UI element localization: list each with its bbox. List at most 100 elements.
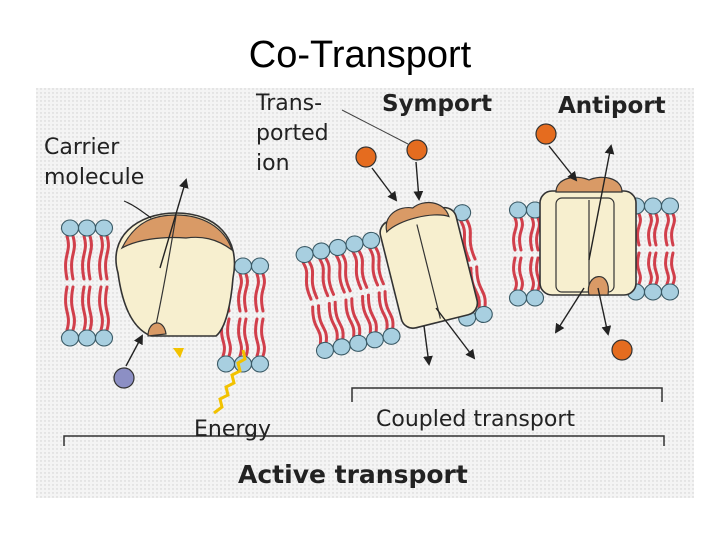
lipid-head [250, 355, 270, 373]
energy-squiggle [213, 349, 247, 415]
lipid-tail [344, 298, 356, 338]
lipid-tail [243, 317, 249, 358]
active-transport-label: Active transport [238, 460, 468, 489]
lipid-tail [254, 317, 260, 358]
lipid-tail [64, 234, 70, 281]
symport-label: Symport [382, 91, 493, 117]
lipid-tail [351, 250, 363, 291]
lipid-head [94, 329, 114, 347]
lipid-tail [87, 234, 93, 281]
lipid-head [94, 219, 114, 237]
lipid-tail [664, 212, 670, 247]
lipid-head [233, 257, 253, 275]
symport-ion-2 [406, 139, 428, 161]
lipid-tail [104, 234, 110, 281]
lipid-head [508, 201, 528, 219]
lipid-tail [311, 305, 323, 345]
lipid-tail [512, 256, 518, 292]
lipid-tail [653, 212, 659, 247]
lipid-tail [70, 285, 76, 332]
lipid-tail [260, 317, 266, 358]
lipid-tail [70, 234, 76, 281]
lipid-tail [535, 216, 541, 252]
lipid-tail [254, 272, 260, 313]
lipid-tail [647, 251, 653, 286]
energy-label: Energy [194, 417, 272, 442]
lipid-tail [664, 251, 670, 286]
lipid-tail [518, 216, 524, 252]
lipid-head [660, 197, 680, 215]
lipid-head [77, 219, 97, 237]
lipid-tail [512, 216, 518, 252]
lipid-tail [529, 216, 535, 252]
lipid-tail [361, 294, 372, 335]
antiport-protein [539, 176, 637, 296]
lipid-tail [98, 234, 104, 281]
lipid-tail [368, 247, 380, 287]
lipid-tail [636, 212, 642, 247]
lipid-bilayer [295, 231, 401, 359]
lipid-tail [324, 256, 336, 296]
lipid-bilayer [60, 219, 114, 347]
diagram-panel: Carrier molecule Trans- ported ion Sympo… [36, 88, 694, 498]
lipid-tail [301, 261, 313, 301]
lipid-tail [350, 297, 362, 337]
lipid-head [474, 305, 493, 324]
lipid-tail [81, 285, 87, 332]
transported-label-3: ion [256, 151, 290, 176]
lipid-tail [374, 246, 385, 286]
transported-label-2: ported [256, 121, 329, 146]
lipid-bilayer [508, 201, 545, 307]
lipid-bilayer [626, 197, 680, 301]
lipid-tail [104, 285, 110, 332]
antiport-label: Antiport [558, 93, 666, 119]
active-bracket [63, 435, 665, 446]
antiport-ion-2 [611, 339, 633, 361]
lipid-tail [226, 317, 232, 358]
lipid-head [508, 289, 528, 307]
symport-protein [379, 201, 479, 329]
lipid-tail [327, 301, 339, 342]
lipid-head [643, 197, 663, 215]
lipid-head [216, 355, 236, 373]
carrier-protein [113, 178, 247, 415]
lipid-head [382, 327, 401, 345]
lipid-tail [98, 285, 104, 332]
lipid-tail [653, 251, 659, 286]
lipid-head [77, 329, 97, 347]
lipid-tail [87, 285, 93, 332]
coupled-transport-label: Coupled transport [376, 407, 575, 432]
lipid-tail [535, 256, 541, 292]
lipid-tail [670, 212, 676, 247]
lipid-tail [475, 265, 487, 308]
carrier-label-1: Carrier [44, 135, 120, 160]
lipid-head [643, 283, 663, 301]
lipid-tail [317, 304, 328, 344]
lipid-tail [366, 293, 378, 333]
lipid-head [525, 289, 545, 307]
lipid-tail [670, 251, 676, 286]
lipid-tail [335, 254, 346, 294]
lipid-tail [237, 317, 243, 358]
lipid-tail [333, 300, 345, 340]
lipid-tail [64, 285, 70, 332]
slide-title: Co-Transport [248, 34, 472, 76]
lipid-tail [529, 256, 535, 292]
lipid-head [362, 231, 381, 249]
lipid-tail [307, 260, 319, 300]
lipid-tail [237, 272, 243, 313]
diagram-svg [36, 88, 694, 498]
lipid-tail [260, 272, 266, 313]
lipid-tail [383, 290, 395, 330]
carrier-label-2: molecule [44, 165, 145, 190]
transported-molecule [113, 367, 135, 389]
lipid-tail [459, 219, 471, 262]
lipid-tail [377, 291, 389, 331]
antiport-ion-1 [535, 123, 557, 145]
transported-label-1: Trans- [256, 91, 323, 116]
lipid-tail [357, 249, 369, 289]
lipid-head [60, 219, 80, 237]
lipid-tail [518, 256, 524, 292]
lipid-tail [647, 212, 653, 247]
symport-ion-1 [355, 146, 377, 168]
